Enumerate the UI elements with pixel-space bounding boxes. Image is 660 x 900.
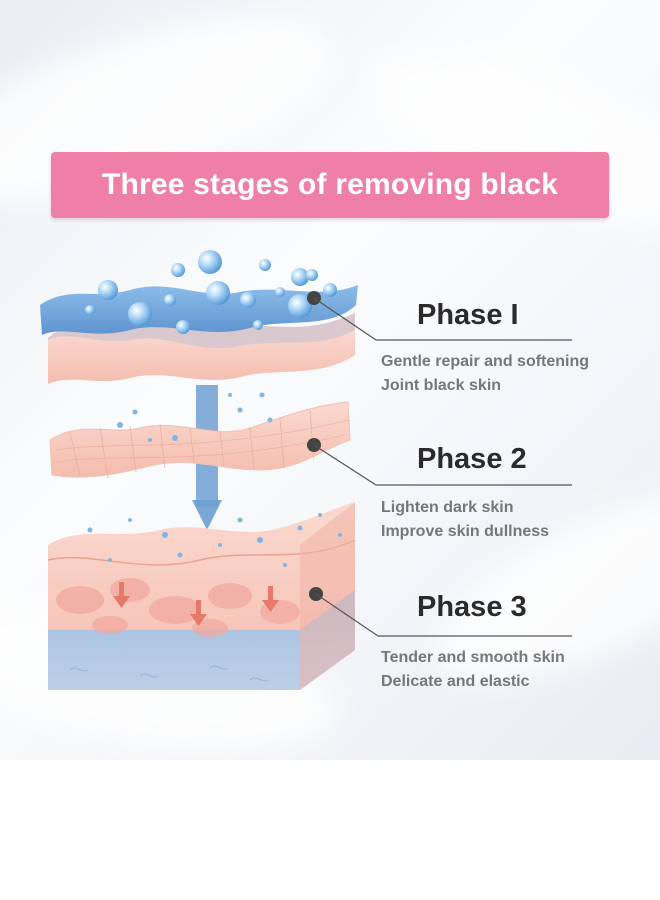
phase-2-title: Phase 2: [417, 443, 527, 475]
skin-layers-illustration: [40, 250, 572, 690]
down-arrows-icon: [113, 582, 279, 626]
callout-phase-1: [307, 291, 572, 341]
phase-3-title: Phase 3: [417, 591, 527, 623]
phase-1-line-1: Gentle repair and softening: [381, 353, 590, 370]
callout-phase-3: [309, 587, 572, 637]
callout-phase-2: [307, 438, 572, 486]
infographic-panel: Three stages of removing black: [0, 0, 660, 760]
title-banner: Three stages of removing black: [51, 152, 609, 218]
phase-3-line-2: Delicate and elastic: [381, 673, 530, 690]
layer-3-skin-block: [47, 502, 356, 690]
phase-3-description: Tender and smooth skin Delicate and elas…: [381, 646, 565, 694]
phase-1-description: Gentle repair and softening Joint black …: [381, 350, 589, 398]
phase-3-line-1: Tender and smooth skin: [381, 649, 565, 666]
phase-1-title: Phase I: [417, 299, 519, 331]
layer-1-membrane: [40, 285, 358, 384]
phase-2-line-1: Lighten dark skin: [381, 499, 514, 516]
banner-title: Three stages of removing black: [101, 168, 559, 201]
phase-1-line-2: Joint black skin: [381, 377, 502, 394]
phase-2-line-2: Improve skin dullness: [381, 523, 550, 540]
phase-2-description: Lighten dark skin Improve skin dullness: [381, 496, 549, 544]
layer-2-skin-sheet: [49, 401, 351, 479]
bubbles: [85, 250, 342, 567]
